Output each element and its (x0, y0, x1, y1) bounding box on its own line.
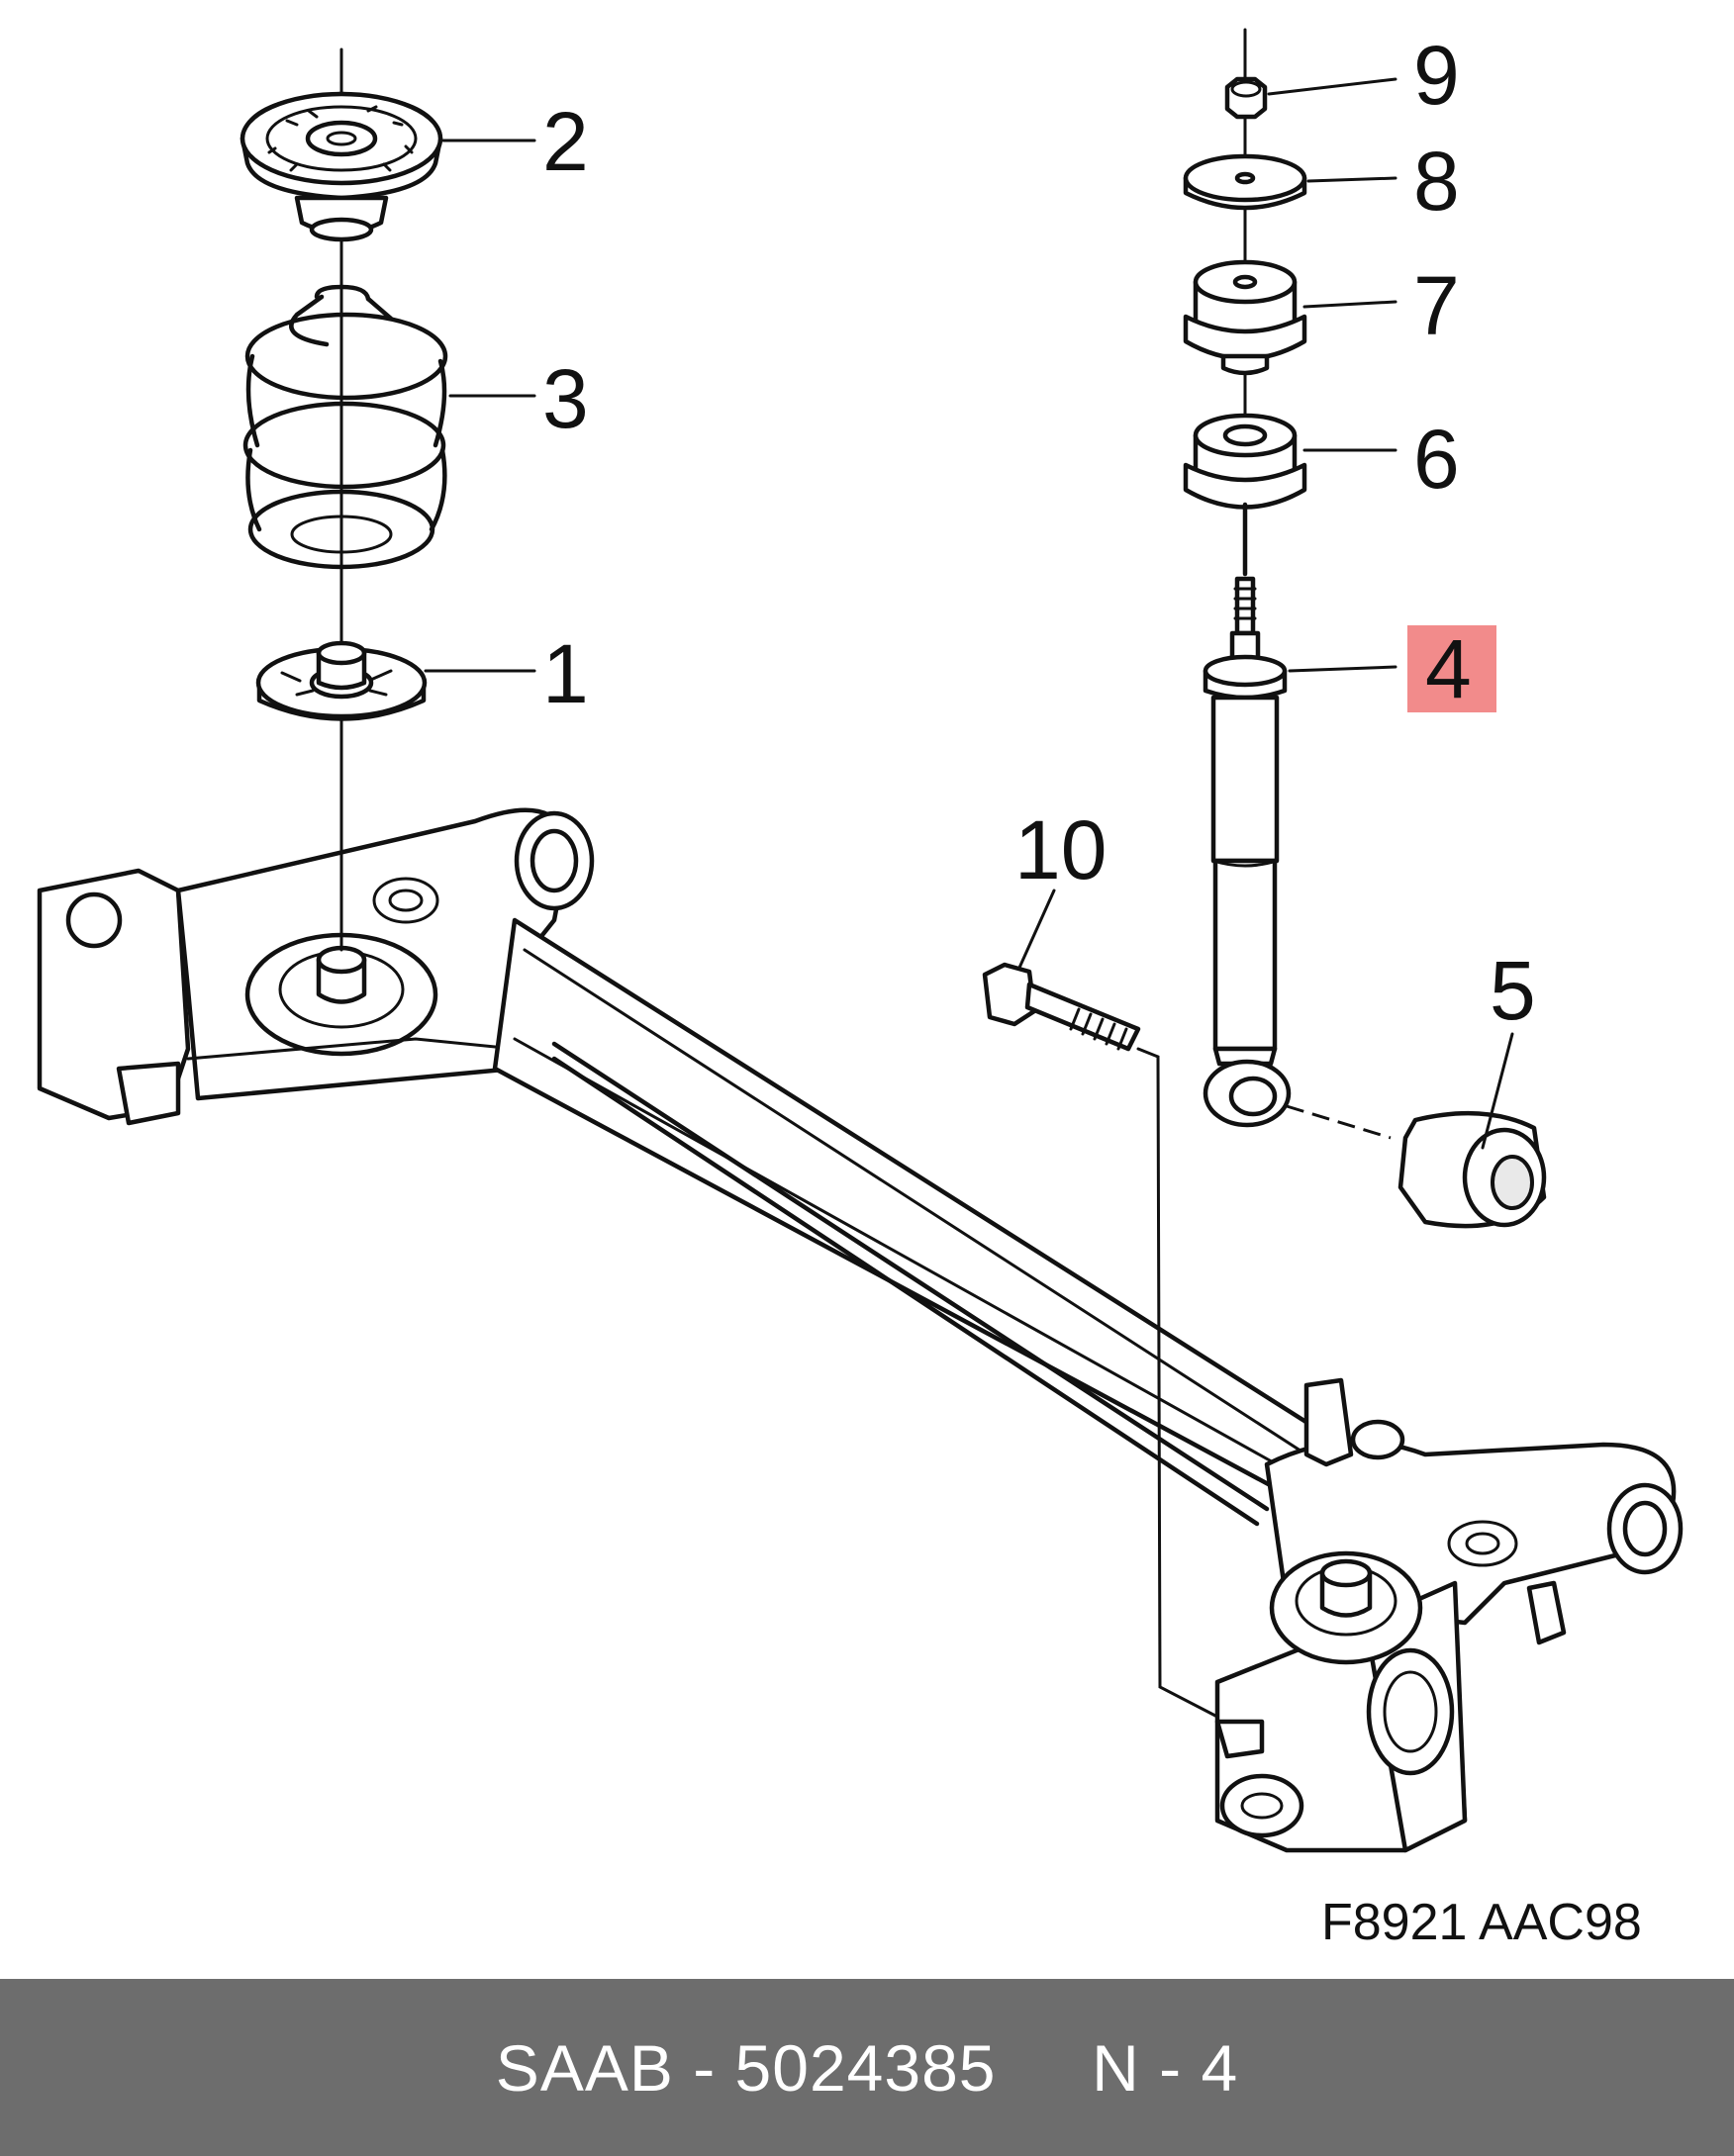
figure-code: F8921 AAC98 (1321, 1894, 1642, 1951)
part-8-washer (1183, 153, 1307, 211)
part-7-upper-bush (1183, 259, 1307, 376)
part-1-lower-insulator (255, 640, 428, 721)
callout-4-highlight (1407, 625, 1496, 712)
rear-axle-beam (37, 807, 1684, 1853)
callout-6: 6 (1413, 413, 1460, 506)
leader-lines (424, 77, 1514, 1150)
callout-10: 10 (1014, 803, 1107, 896)
callout-1: 1 (542, 627, 589, 720)
part-2-spring-insulator (240, 91, 443, 242)
part-6-lower-bush (1183, 413, 1307, 510)
part-3-coil-spring (242, 284, 448, 570)
callout-2: 2 (542, 95, 589, 188)
callout-5: 5 (1490, 944, 1536, 1037)
callout-9: 9 (1413, 29, 1460, 122)
left-spring-stack (240, 47, 448, 952)
callout-3: 3 (542, 352, 589, 445)
callout-labels: 1 2 3 4 5 6 7 8 9 10 (542, 29, 1536, 1037)
callout-8: 8 (1413, 135, 1460, 228)
right-damper-stack (982, 28, 1547, 1719)
part-number-banner: SAAB - 5024385 N - 4 (0, 1979, 1734, 2156)
part-9-nut (1224, 76, 1268, 120)
exploded-suspension-diagram: 1 2 3 4 5 6 7 8 9 10 F8921 AAC98 (37, 28, 1684, 1951)
callout-7: 7 (1413, 259, 1460, 352)
part-number-text: SAAB - 5024385 N - 4 (495, 2030, 1239, 2105)
callout-4: 4 (1425, 622, 1472, 715)
part-4-shock-absorber (1203, 502, 1292, 1128)
part-10-bolt (982, 962, 1219, 1719)
part-5-eye-bushing (1397, 1110, 1547, 1229)
